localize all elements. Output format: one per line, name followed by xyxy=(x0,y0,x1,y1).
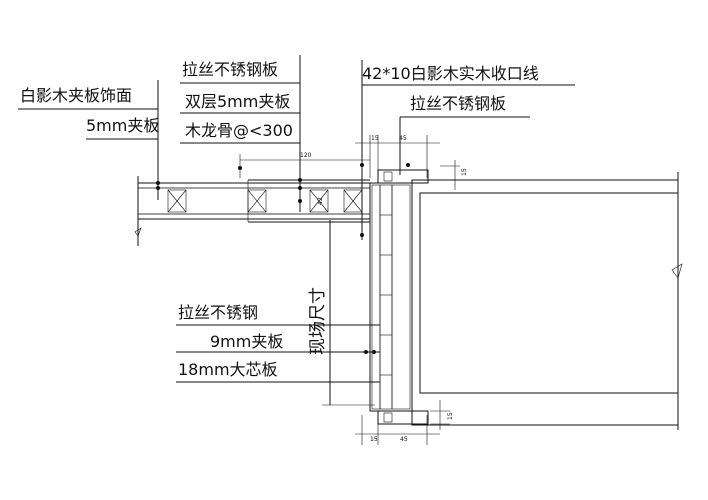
label-bottom-3: 18mm大芯板 xyxy=(178,360,278,379)
label-group-top-left: 白影木夹板饰面 5mm夹板 xyxy=(18,80,159,200)
dim-42: 42 xyxy=(317,197,324,205)
label-top-right-2: 拉丝不锈钢板 xyxy=(410,94,506,113)
dim-15-right-bottom: 15 xyxy=(447,412,454,420)
lining-ticks xyxy=(380,214,392,376)
column-lining xyxy=(369,169,429,425)
label-vertical: 现场尺寸 xyxy=(308,287,328,355)
label-group-top-right: 42*10白影木实木收口线 拉丝不锈钢板 xyxy=(361,60,575,240)
label-bottom-1: 拉丝不锈钢 xyxy=(178,303,258,322)
label-top-mid-2: 双层5mm夹板 xyxy=(185,92,290,111)
dimension-top: 120 15 45 15 xyxy=(239,135,468,190)
wood-battens xyxy=(167,189,363,213)
dim-15-bottom: 15 xyxy=(370,436,378,443)
label-top-left-1: 白影木夹板饰面 xyxy=(20,86,132,105)
label-top-left-2: 5mm夹板 xyxy=(86,116,159,135)
concrete-column xyxy=(411,172,683,430)
dim-15-top: 15 xyxy=(371,135,379,142)
label-top-mid-1: 拉丝不锈钢板 xyxy=(182,60,278,79)
wall-panel-section: 42 xyxy=(134,163,410,246)
label-bottom-2: 9mm夹板 xyxy=(210,332,283,351)
label-group-bottom: 拉丝不锈钢 9mm夹板 18mm大芯板 xyxy=(176,303,380,383)
dim-45-top: 45 xyxy=(399,135,407,142)
site-dimension-group: 现场尺寸 xyxy=(308,220,375,406)
dim-45-bottom: 45 xyxy=(400,436,408,443)
dim-15-right-top: 15 xyxy=(461,168,468,176)
label-top-mid-3: 木龙骨@<300 xyxy=(185,121,293,140)
dim-120: 120 xyxy=(300,152,312,159)
label-group-top-middle: 拉丝不锈钢板 双层5mm夹板 木龙骨@<300 xyxy=(180,55,301,212)
label-top-right-1: 42*10白影木实木收口线 xyxy=(362,64,539,83)
dimension-bottom: 15 45 15 xyxy=(355,400,454,445)
